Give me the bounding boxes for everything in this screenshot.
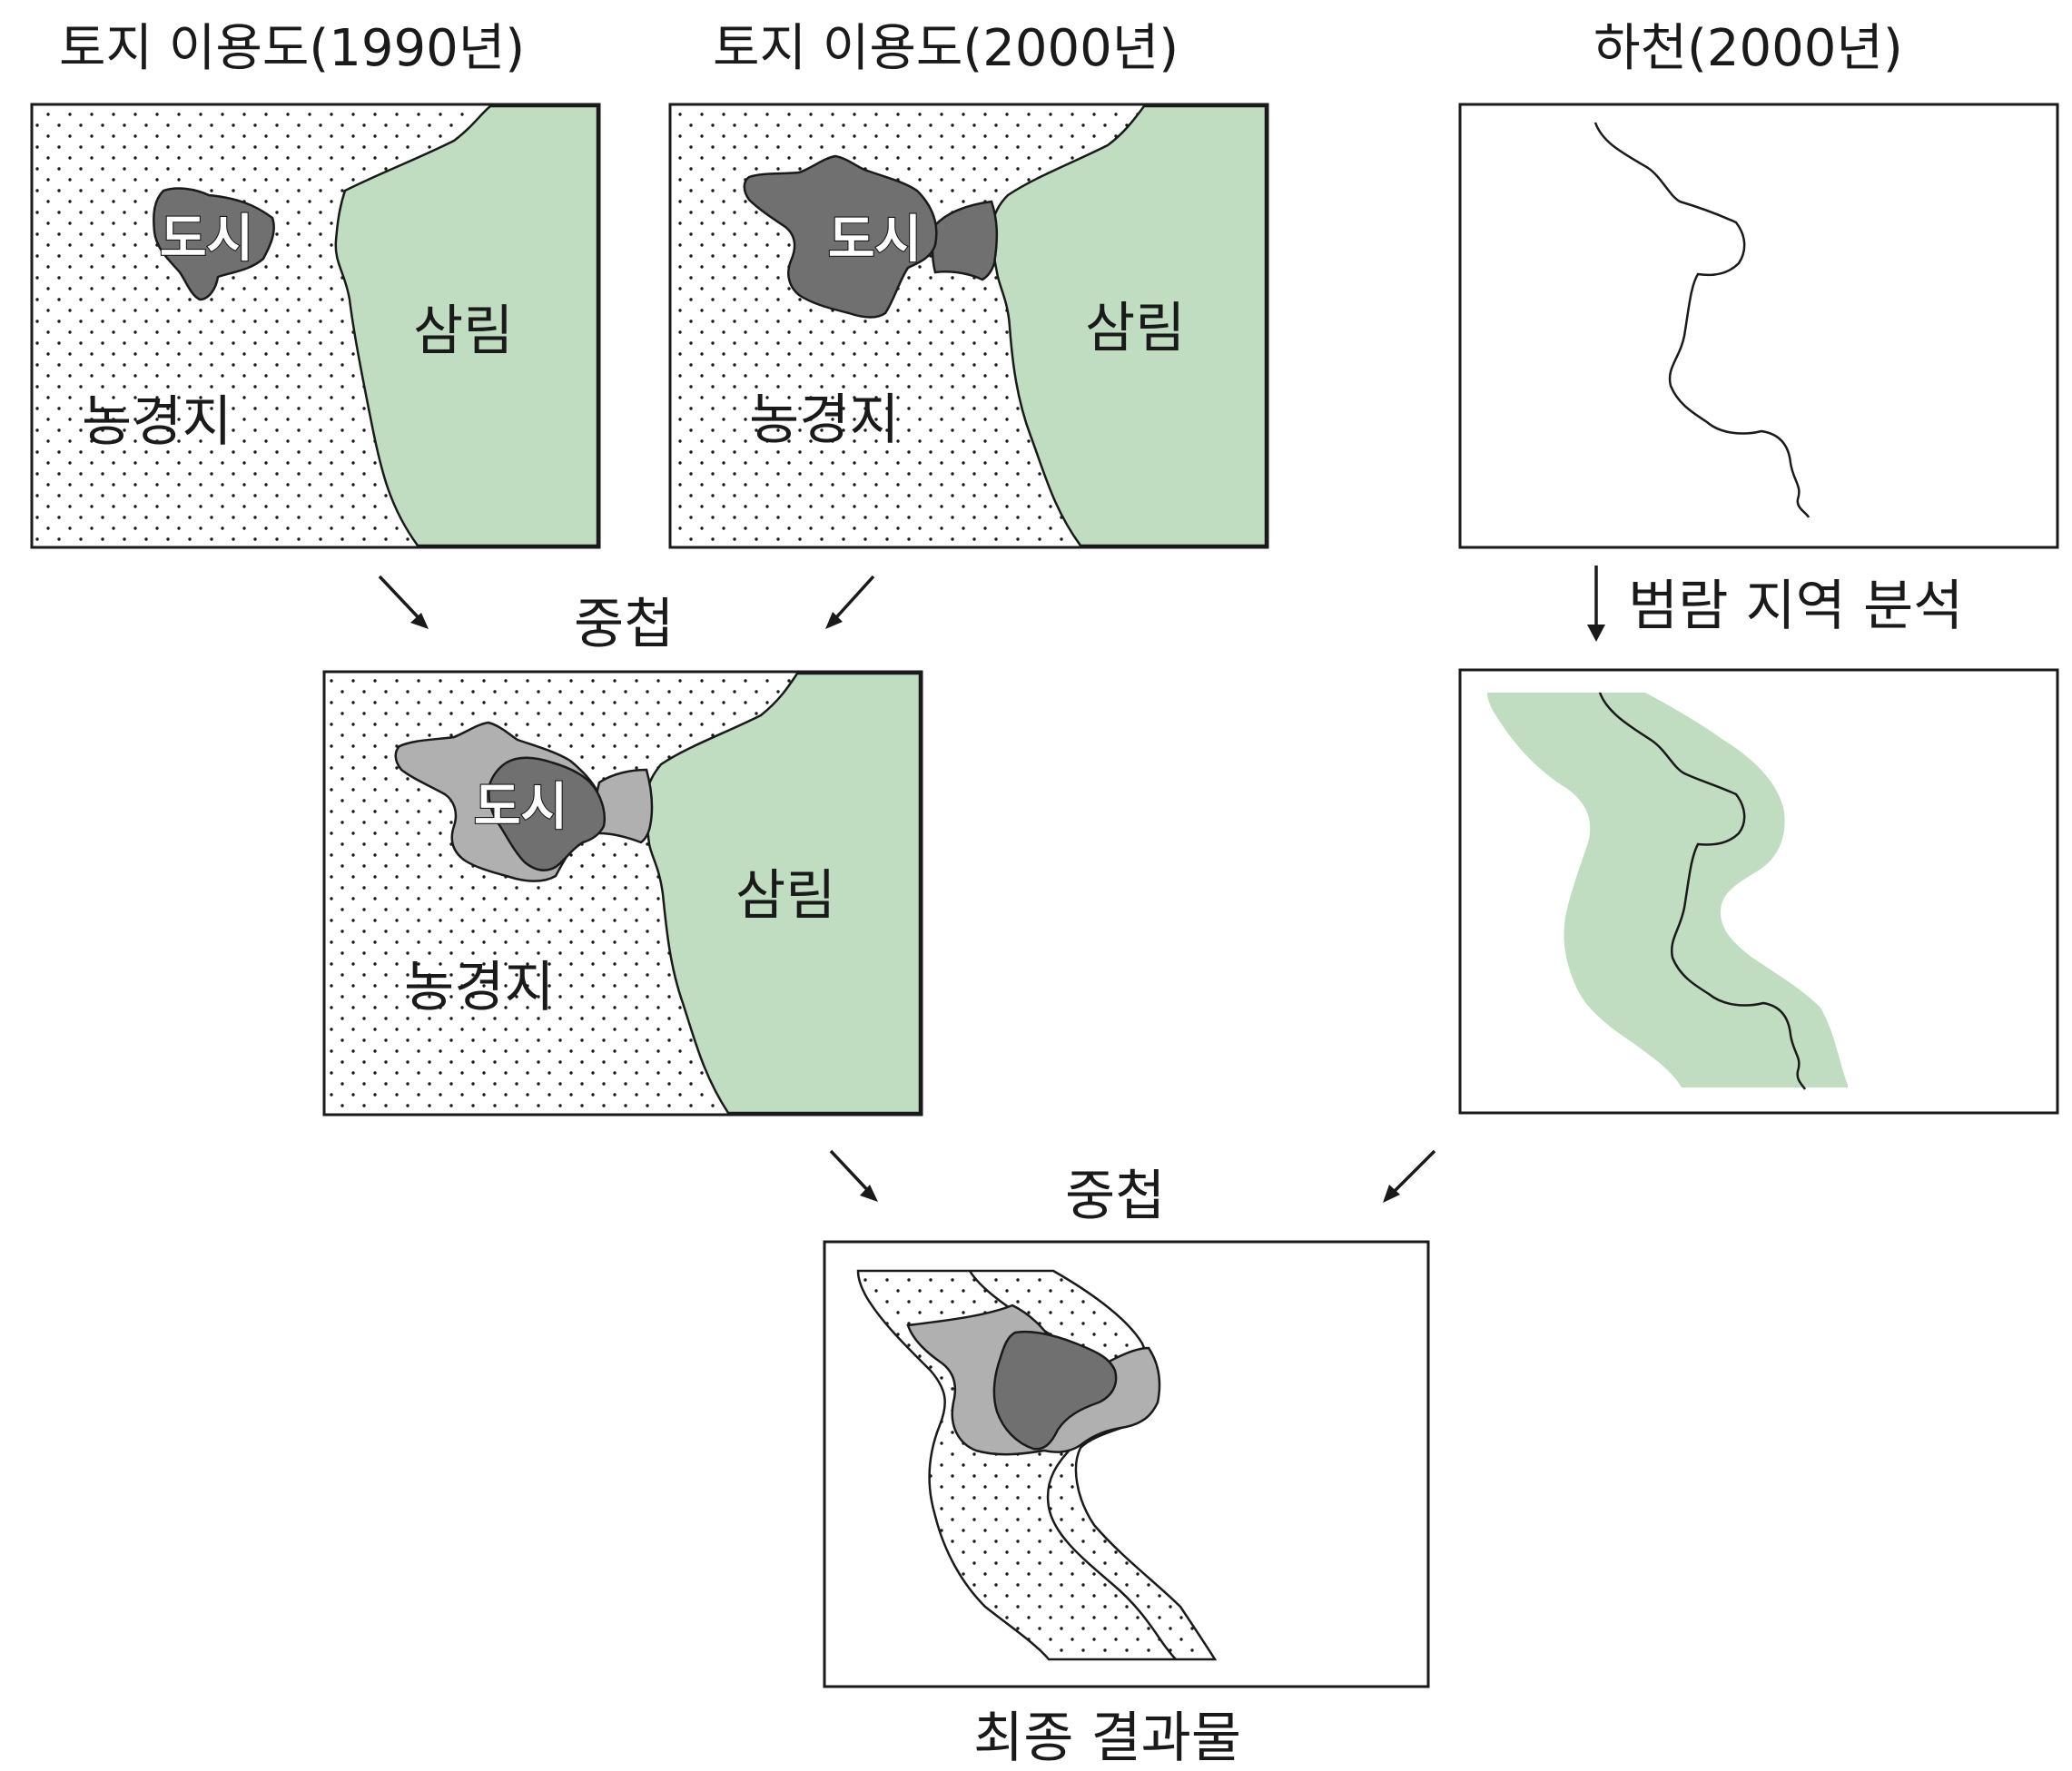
- city-label: 도시: [474, 778, 567, 837]
- title-landuse-2000: 토지 이용도(2000년): [713, 19, 1179, 78]
- flood-zone-area: [1487, 693, 1848, 1087]
- title-river-2000: 하천(2000년): [1593, 19, 1903, 78]
- map-landuse-2000: 도시 삼림 농경지: [668, 103, 1269, 549]
- step-final-result: 최종 결과물: [973, 1707, 1241, 1770]
- arrow-2000-to-overlay: [825, 575, 875, 629]
- forest-label: 삼림: [413, 300, 513, 363]
- map-flood-zone: [1458, 668, 2059, 1115]
- city-expansion-area: [931, 200, 999, 281]
- city-expansion-area: [595, 768, 654, 844]
- step-flood-analysis: 범람 지역 분석: [1628, 575, 1963, 638]
- city-area: [992, 1330, 1118, 1451]
- city-label: 도시: [160, 210, 253, 269]
- arrow-overlay-to-final: [829, 1149, 878, 1202]
- map-landuse-overlay: 도시 삼림 농경지: [322, 670, 923, 1117]
- farmland-label: 농경지: [82, 390, 232, 454]
- arrow-flood-to-final: [1383, 1149, 1436, 1203]
- map-landuse-1990: 도시 삼림 농경지: [30, 103, 601, 549]
- city-area: [153, 187, 275, 301]
- title-landuse-1990: 토지 이용도(1990년): [59, 19, 525, 78]
- forest-area: [990, 104, 1268, 547]
- forest-label: 삼림: [735, 864, 835, 928]
- map-final-result: [823, 1240, 1430, 1688]
- step-overlay-1: 중첩: [574, 593, 674, 656]
- step-overlay-2: 중첩: [1065, 1165, 1165, 1228]
- forest-area: [334, 104, 599, 547]
- river-line: [1593, 122, 1811, 518]
- arrow-river-to-flood: [1587, 566, 1605, 642]
- map-river-2000: [1458, 103, 2059, 549]
- arrow-1990-to-overlay: [378, 575, 429, 629]
- city-area: [488, 756, 606, 871]
- farmland-label: 농경지: [749, 389, 900, 452]
- city-label: 도시: [828, 211, 922, 270]
- city-area: [743, 154, 938, 319]
- river-line: [1598, 692, 1807, 1090]
- farmland-label: 농경지: [404, 956, 555, 1019]
- forest-area: [644, 672, 922, 1115]
- forest-label: 삼림: [1085, 297, 1185, 360]
